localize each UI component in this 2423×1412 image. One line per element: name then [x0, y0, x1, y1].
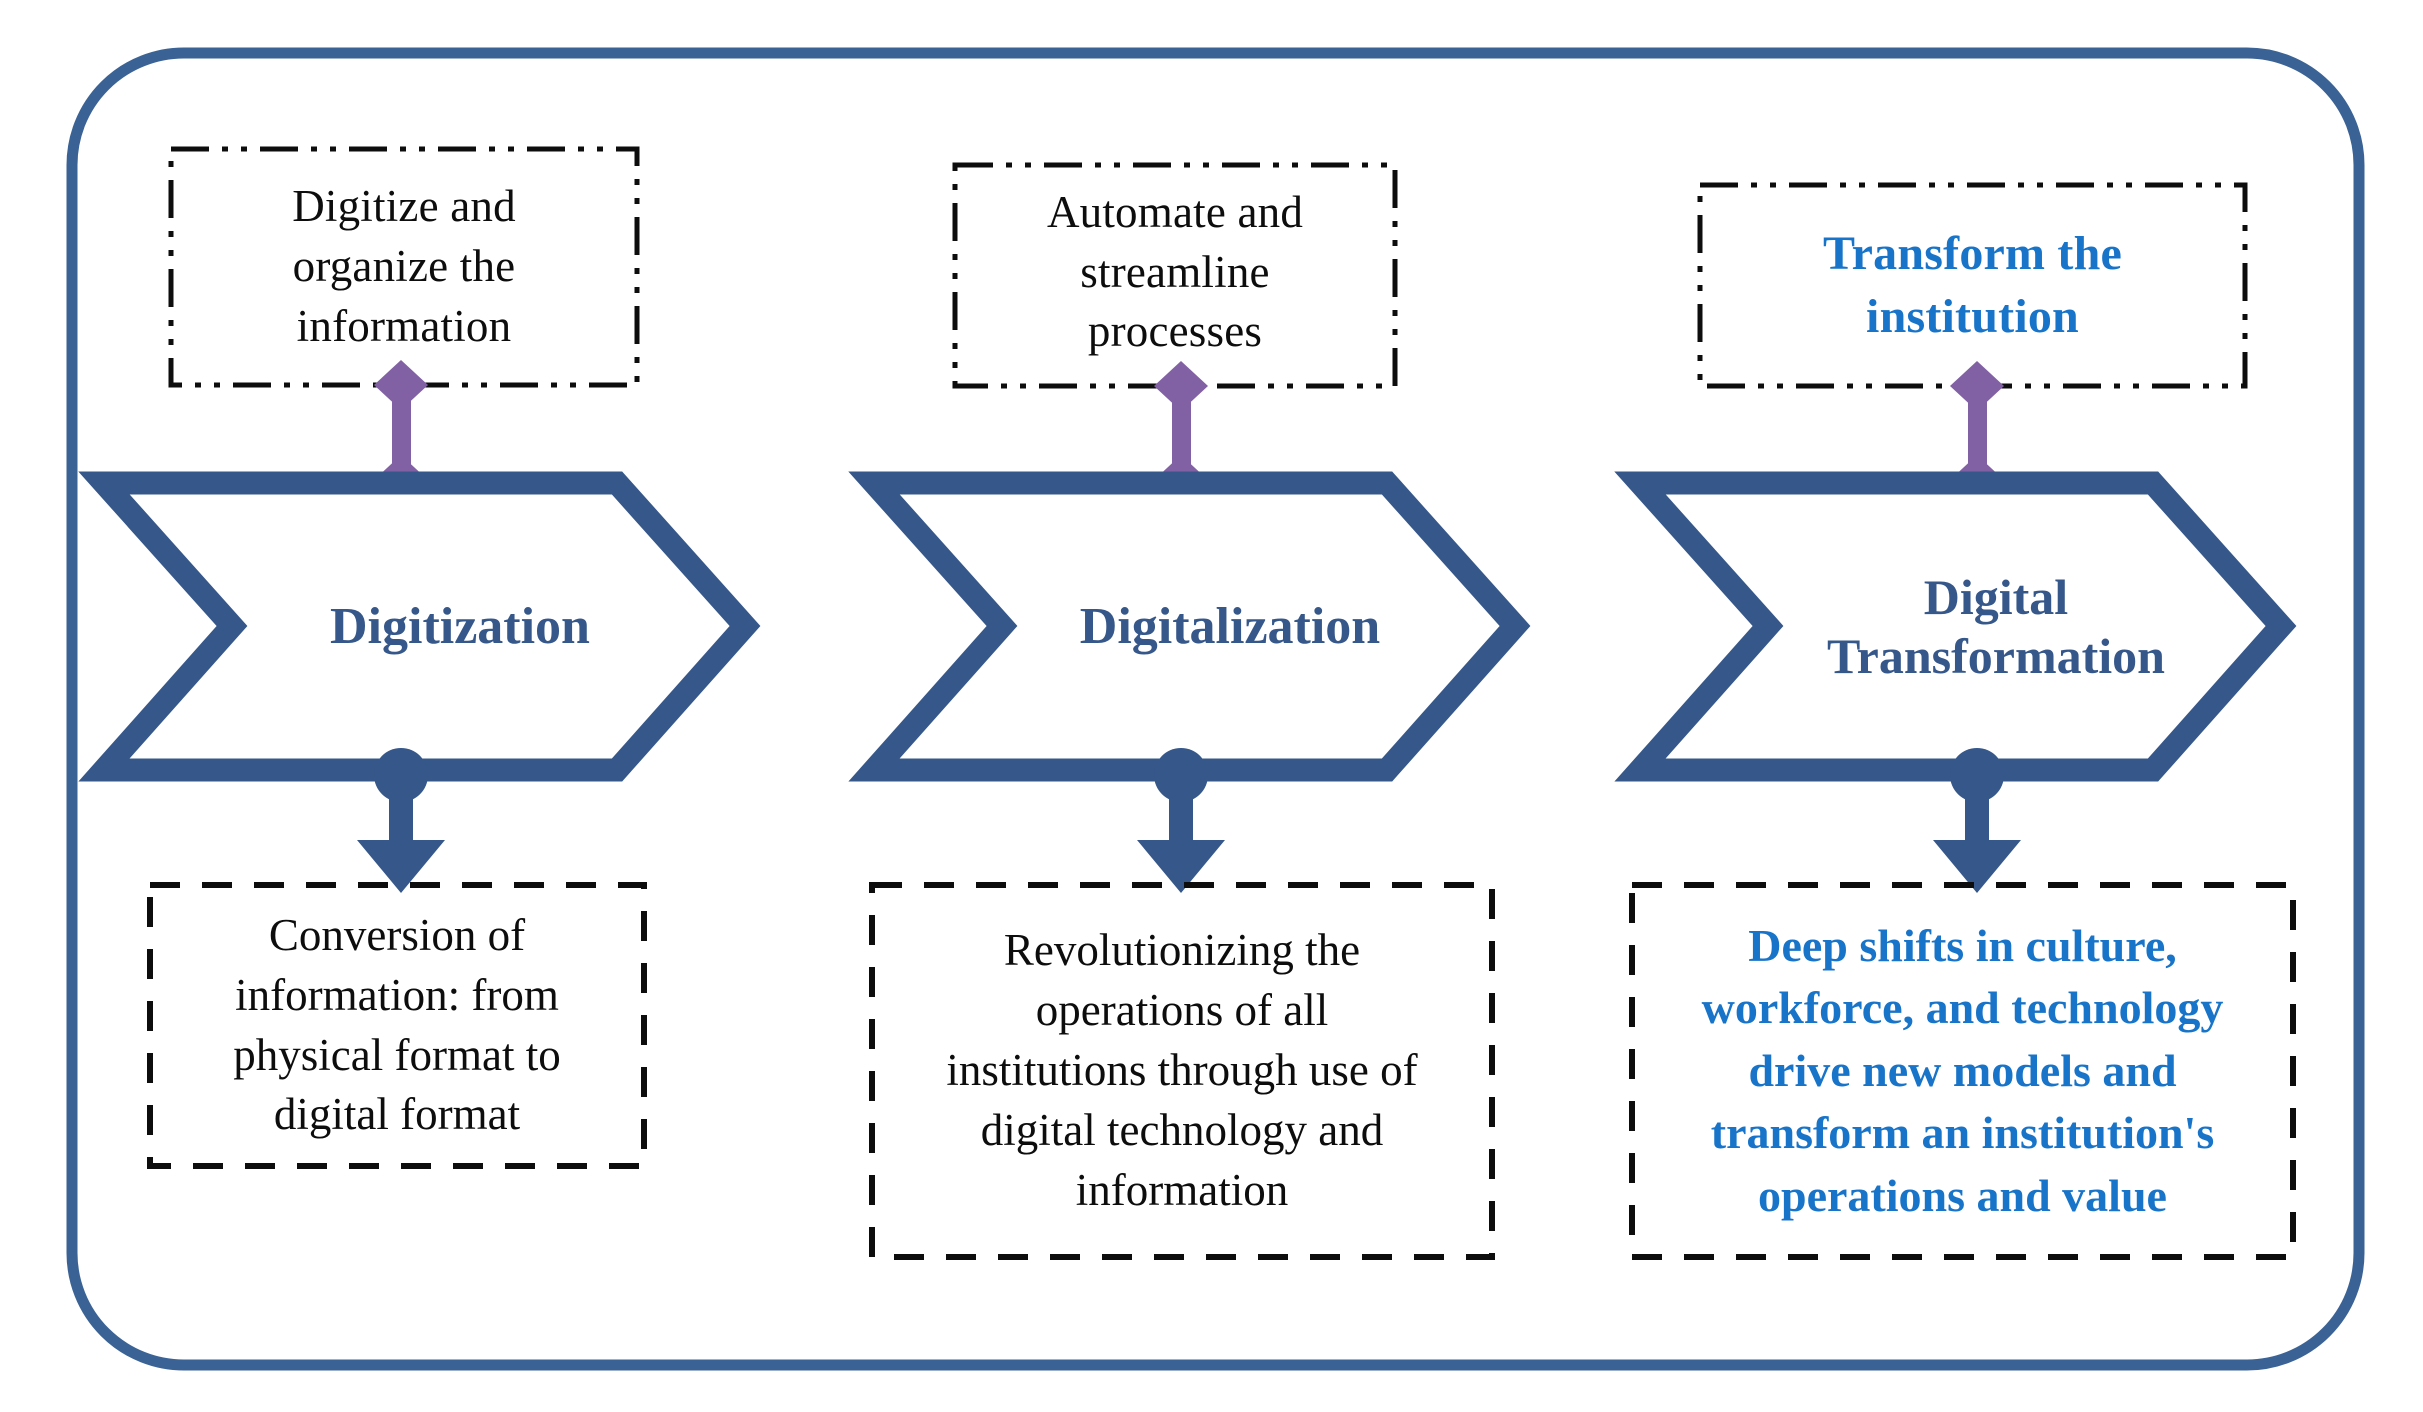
bottom-description-1-line-1: Conversion of	[268, 909, 526, 960]
top-caption-2-line-1: Automate and	[1046, 186, 1304, 237]
bottom-description-1: Conversion of information: from physical…	[150, 885, 644, 1166]
bottom-description-3-line-2: workforce, and technology	[1701, 982, 2224, 1034]
stage-label-3-line-1: Digital	[1923, 568, 2069, 625]
top-caption-2: Automate and streamline processes	[955, 159, 1395, 386]
bottom-description-3-line-4: transform an institution's	[1710, 1107, 2215, 1159]
bottom-description-2-line-4: digital technology and	[980, 1104, 1384, 1155]
stage-label-3: Digital Transformation	[1786, 483, 2206, 770]
bottom-description-2-line-5: information	[1075, 1164, 1289, 1215]
bottom-description-2-line-3: institutions through use of	[946, 1045, 1418, 1096]
bottom-description-3-line-3: drive new models and	[1748, 1044, 2177, 1096]
stage-label-1: Digitization	[250, 483, 670, 770]
bottom-description-1-line-2: information: from	[235, 969, 559, 1020]
top-caption-1-line-1: Digitize and	[292, 181, 516, 232]
bottom-description-1-line-3: physical format to	[233, 1029, 561, 1080]
top-caption-3: Transform the institution	[1700, 185, 2245, 386]
top-caption-3-line-1: Transform the	[1823, 227, 2122, 281]
bottom-description-3-line-1: Deep shifts in culture,	[1748, 919, 2177, 971]
top-caption-2-line-2: streamline	[1080, 246, 1270, 297]
top-caption-1-line-3: information	[296, 300, 512, 351]
bottom-description-2: Revolutionizing the operations of all in…	[872, 885, 1492, 1257]
stage-label-1-line-1: Digitization	[330, 597, 590, 655]
top-caption-1-line-2: organize the	[292, 241, 516, 292]
stage-label-2: Digitalization	[1020, 483, 1440, 770]
stage-label-2-line-1: Digitalization	[1079, 597, 1381, 655]
bottom-description-2-line-2: operations of all	[1035, 985, 1329, 1036]
top-caption-1: Digitize and organize the information	[171, 149, 637, 385]
top-caption-2-line-3: processes	[1087, 306, 1263, 357]
stage-label-3-line-2: Transformation	[1827, 627, 2165, 684]
bottom-description-3: Deep shifts in culture, workforce, and t…	[1632, 885, 2293, 1257]
bottom-description-2-line-1: Revolutionizing the	[1003, 925, 1361, 976]
bottom-description-3-line-5: operations and value	[1758, 1169, 2167, 1221]
top-caption-3-line-2: institution	[1866, 289, 2079, 343]
bottom-description-1-line-4: digital format	[273, 1089, 521, 1140]
